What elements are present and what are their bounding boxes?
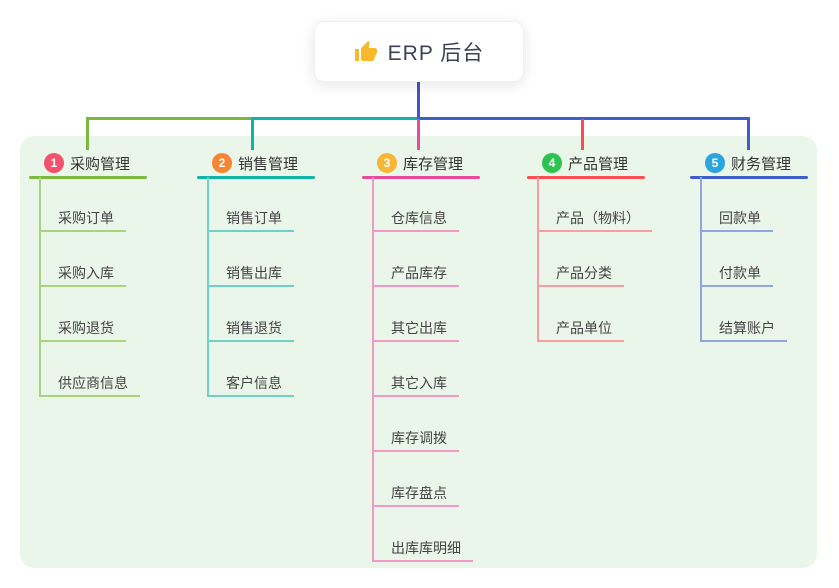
branch-5-child-line bbox=[700, 177, 702, 342]
child-node[interactable]: 产品（物料） bbox=[537, 204, 652, 232]
branch-4-child-line bbox=[537, 177, 539, 342]
branch-2-child-line bbox=[207, 177, 209, 397]
root-node[interactable]: ERP 后台 bbox=[314, 21, 524, 82]
branch-5-underline bbox=[690, 176, 808, 179]
child-node[interactable]: 销售订单 bbox=[207, 204, 294, 232]
connector-drop-4 bbox=[581, 119, 584, 150]
child-node[interactable]: 库存盘点 bbox=[372, 479, 459, 507]
branch-1-label: 采购管理 bbox=[70, 155, 131, 173]
branch-1-badge: 1 bbox=[44, 153, 64, 173]
child-node[interactable]: 销售退货 bbox=[207, 314, 294, 342]
branch-4-header[interactable]: 4 产品管理 bbox=[527, 151, 645, 175]
branch-3-badge: 3 bbox=[377, 153, 397, 173]
child-node[interactable]: 产品单位 bbox=[537, 314, 624, 342]
branch-4-label: 产品管理 bbox=[568, 155, 629, 173]
background-panel bbox=[20, 136, 817, 568]
child-node[interactable]: 库存调拨 bbox=[372, 424, 459, 452]
branch-3-underline bbox=[362, 176, 480, 179]
branch-4-underline bbox=[527, 176, 645, 179]
child-node[interactable]: 客户信息 bbox=[207, 369, 294, 397]
connector-drop-3 bbox=[417, 119, 420, 150]
child-node[interactable]: 其它出库 bbox=[372, 314, 459, 342]
child-node[interactable]: 结算账户 bbox=[700, 314, 787, 342]
branch-5-badge: 5 bbox=[705, 153, 725, 173]
branch-4-badge: 4 bbox=[542, 153, 562, 173]
child-node[interactable]: 其它入库 bbox=[372, 369, 459, 397]
connector-drop-5 bbox=[747, 119, 750, 150]
child-node[interactable]: 采购入库 bbox=[39, 259, 126, 287]
child-node[interactable]: 供应商信息 bbox=[39, 369, 140, 397]
branch-2-badge: 2 bbox=[212, 153, 232, 173]
connector-root-drop bbox=[417, 81, 420, 118]
branch-2-label: 销售管理 bbox=[238, 155, 299, 173]
connector-drop-2 bbox=[251, 119, 254, 150]
branch-2-header[interactable]: 2 销售管理 bbox=[197, 151, 315, 175]
connector-bus-blue bbox=[417, 117, 750, 120]
branch-1-header[interactable]: 1 采购管理 bbox=[29, 151, 147, 175]
child-node[interactable]: 产品库存 bbox=[372, 259, 459, 287]
connector-drop-1 bbox=[86, 119, 89, 150]
child-node[interactable]: 回款单 bbox=[700, 204, 773, 232]
child-node[interactable]: 采购订单 bbox=[39, 204, 126, 232]
root-label: ERP 后台 bbox=[387, 41, 485, 65]
child-node[interactable]: 付款单 bbox=[700, 259, 773, 287]
child-node[interactable]: 出库库明细 bbox=[372, 534, 473, 562]
branch-3-header[interactable]: 3 库存管理 bbox=[362, 151, 480, 175]
branch-5-header[interactable]: 5 财务管理 bbox=[690, 151, 808, 175]
branch-1-child-line bbox=[39, 177, 41, 397]
child-node[interactable]: 仓库信息 bbox=[372, 204, 459, 232]
connector-bus-green bbox=[86, 117, 254, 120]
branch-3-label: 库存管理 bbox=[403, 155, 464, 173]
child-node[interactable]: 产品分类 bbox=[537, 259, 624, 287]
branch-3-child-line bbox=[372, 177, 374, 562]
branch-2-underline bbox=[197, 176, 315, 179]
child-node[interactable]: 销售出库 bbox=[207, 259, 294, 287]
branch-5-label: 财务管理 bbox=[731, 155, 792, 173]
thumbs-up-icon bbox=[354, 40, 378, 64]
child-node[interactable]: 采购退货 bbox=[39, 314, 126, 342]
branch-1-underline bbox=[29, 176, 147, 179]
connector-bus-teal bbox=[251, 117, 420, 120]
